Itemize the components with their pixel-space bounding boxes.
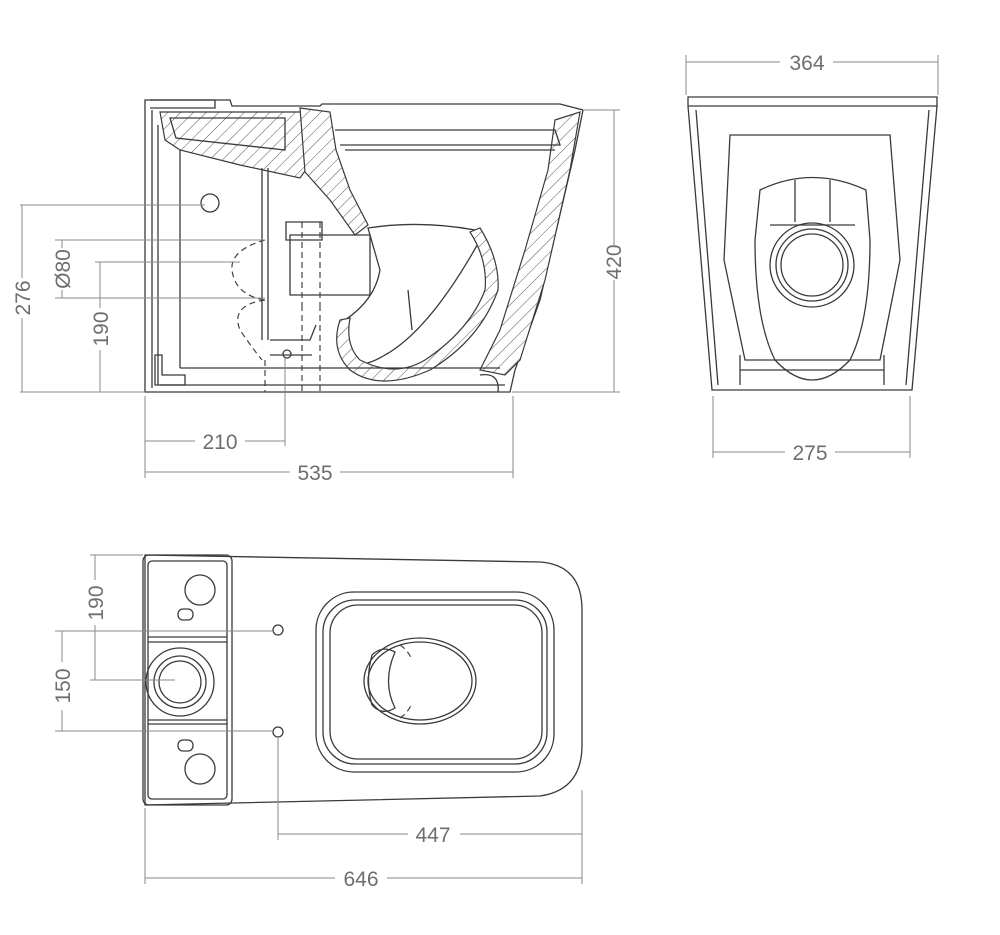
top-view — [142, 554, 583, 806]
dim-outlet-190: 190 — [90, 311, 113, 346]
dim-outlet-diameter: Ø80 — [52, 249, 75, 289]
top-view-dimensions: 190 150 447 646 — [52, 554, 583, 891]
rear-view-dimensions: 364 275 — [685, 52, 939, 465]
dim-top-width-364: 364 — [789, 52, 824, 75]
side-view-dimensions: 420 276 Ø80 190 210 535 — [12, 109, 626, 485]
dim-fixing-to-front-447: 447 — [415, 824, 450, 847]
side-view — [144, 99, 584, 393]
dim-depth-535: 535 — [297, 462, 332, 485]
dim-height-420: 420 — [603, 244, 626, 279]
dim-length-646: 646 — [343, 868, 378, 891]
rear-view — [687, 96, 938, 391]
dim-fixing-spacing-150: 150 — [52, 668, 75, 703]
dim-fixing-offset-190: 190 — [85, 585, 108, 620]
dim-inlet-276: 276 — [12, 280, 35, 315]
dim-base-width-275: 275 — [792, 442, 827, 465]
dim-outlet-210: 210 — [202, 431, 237, 454]
